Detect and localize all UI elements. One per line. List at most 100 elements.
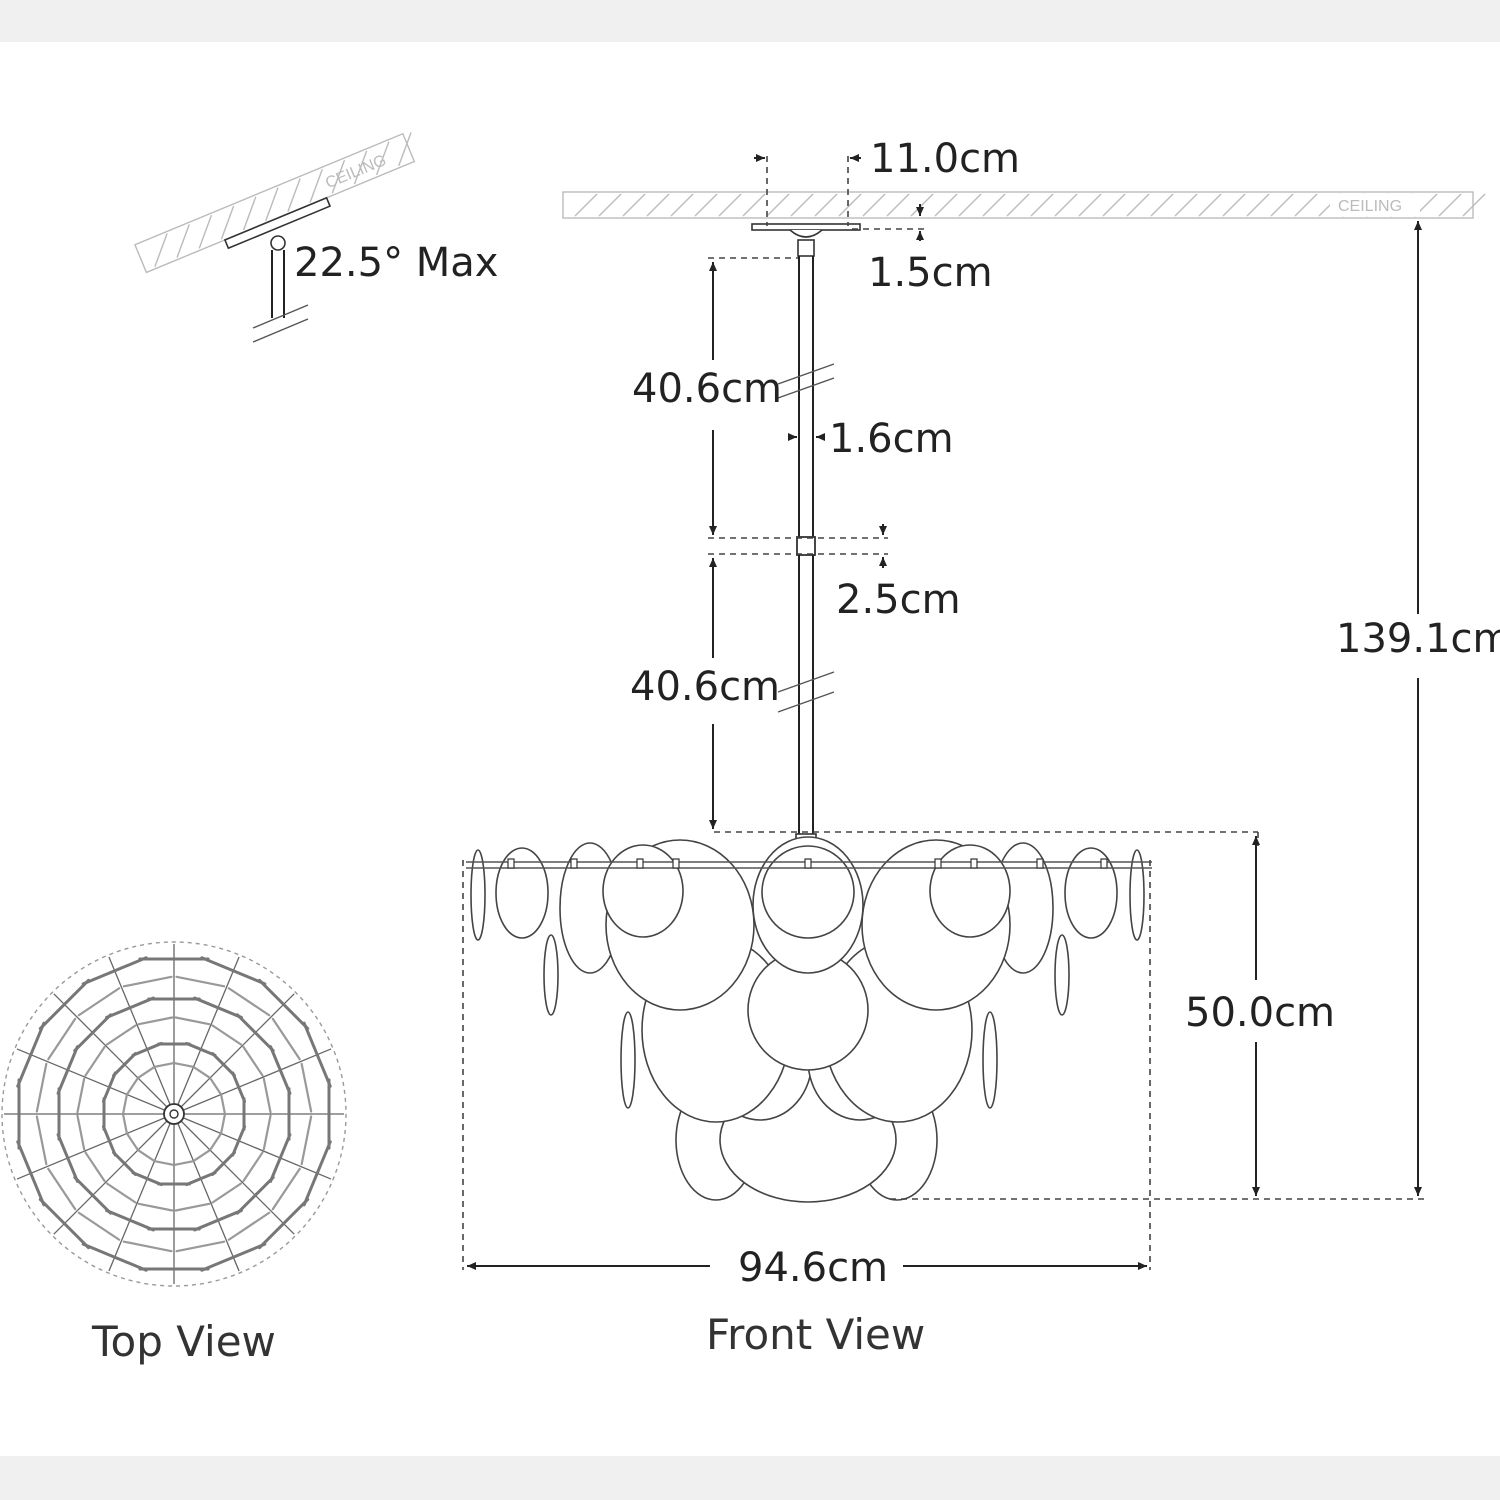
top-disc-edge: [257, 978, 310, 1031]
stem-diameter-dimension: 1.6cm: [788, 416, 954, 462]
top-spoke: [173, 1113, 332, 1180]
top-disc-edge: [242, 1045, 264, 1077]
top-disc-edge: [231, 1071, 247, 1103]
coupler-dimension: 2.5cm: [708, 524, 961, 623]
top-spoke: [53, 1113, 175, 1235]
upper-stem-dimension: 40.6cm: [632, 257, 888, 539]
coupler-label: 2.5cm: [836, 577, 961, 623]
overall-height-dimension: 139.1cm: [890, 221, 1500, 1200]
top-disc-edge: [262, 1114, 272, 1151]
top-disc-edge: [137, 1016, 174, 1026]
top-disc-edge: [227, 1211, 271, 1241]
top-disc-edge: [300, 1115, 313, 1166]
top-disc-edge: [185, 1171, 217, 1187]
top-disc-edge: [269, 1133, 292, 1183]
top-disc-edge: [122, 975, 173, 988]
top-disc-edge: [209, 1133, 222, 1151]
glass-disc: [761, 845, 855, 939]
top-disc-edge: [200, 1242, 267, 1272]
top-disc-edge: [126, 1077, 139, 1095]
tilt-angle-label: 22.5° Max: [294, 240, 498, 286]
top-disc-edge: [77, 987, 121, 1017]
top-disc-edge: [193, 1066, 211, 1079]
glass-disc: [1054, 934, 1070, 1016]
body-width-dimension: 94.6cm: [462, 860, 1151, 1291]
top-disc-edge: [73, 1175, 113, 1215]
disc-pin: [507, 858, 515, 869]
disc-pin: [672, 858, 680, 869]
upper-stem-label: 40.6cm: [632, 366, 782, 412]
top-disc-edge: [175, 975, 226, 988]
top-disc-edge: [220, 1094, 226, 1115]
top-view-label: Top View: [91, 1317, 276, 1366]
glass-disc: [620, 1011, 636, 1109]
top-disc-edge: [126, 1133, 139, 1151]
glass-disc: [1129, 849, 1145, 941]
top-disc-edge: [227, 987, 271, 1017]
top-disc-edge: [211, 1052, 236, 1077]
disc-pin: [804, 858, 812, 869]
body-height-label: 50.0cm: [1185, 990, 1335, 1036]
top-disc-edge: [56, 1133, 79, 1183]
top-disc-edge: [257, 1197, 310, 1250]
top-disc-edge: [200, 956, 267, 986]
top-disc-edge: [154, 1062, 175, 1068]
top-spoke: [108, 956, 175, 1115]
top-disc-edge: [35, 1062, 48, 1113]
top-spoke: [16, 1048, 175, 1115]
stem: [777, 256, 835, 847]
top-spoke: [53, 993, 175, 1115]
top-disc-edge: [173, 1062, 194, 1068]
top-disc-edge: [16, 1140, 46, 1207]
top-disc-edge: [76, 1114, 86, 1151]
disc-pin: [636, 858, 644, 869]
chandelier-front: [466, 836, 1152, 1203]
top-disc-edge: [211, 1151, 236, 1176]
top-disc-edge: [105, 1182, 137, 1204]
top-spoke: [16, 1113, 175, 1180]
top-spoke: [173, 956, 240, 1115]
top-disc-edge: [235, 1013, 275, 1053]
canopy-width-dimension: 11.0cm: [754, 136, 1020, 226]
top-disc-edge: [220, 1113, 226, 1134]
top-disc-edge: [137, 1149, 155, 1162]
top-disc-edge: [122, 1113, 128, 1134]
canopy: [751, 223, 861, 257]
top-disc-edge: [105, 1024, 137, 1046]
top-disc-edge: [38, 978, 91, 1031]
disc-pin: [1036, 858, 1044, 869]
top-disc-edge: [122, 1094, 128, 1115]
top-disc-edge: [174, 1202, 211, 1212]
top-disc-edge: [47, 1017, 77, 1061]
ceiling-label-front: CEILING: [1338, 198, 1402, 215]
top-disc-edge: [73, 1013, 113, 1053]
glass-disc: [543, 934, 559, 1016]
top-disc-edge: [269, 1045, 292, 1095]
top-disc-edge: [174, 1016, 211, 1026]
top-disc-edge: [209, 1077, 222, 1095]
canopy-height-dimension: 1.5cm: [852, 204, 993, 296]
top-spoke: [173, 1113, 240, 1272]
top-spoke: [173, 993, 295, 1115]
disc-pin: [970, 858, 978, 869]
top-disc-edge: [175, 1240, 226, 1253]
top-disc-edge: [105, 996, 155, 1019]
top-disc-edge: [193, 996, 243, 1019]
top-spoke: [173, 1048, 332, 1115]
top-disc-edge: [77, 1211, 121, 1241]
diagram-canvas: CEILING 22.5° Max CEILING 11.0cm: [0, 42, 1500, 1456]
top-disc-edge: [231, 1125, 247, 1157]
top-disc-edge: [81, 956, 148, 986]
glass-disc: [982, 1011, 998, 1109]
disc-pin: [1100, 858, 1108, 869]
top-disc-edge: [131, 1041, 163, 1057]
top-disc-edge: [211, 1182, 243, 1204]
top-disc-edge: [211, 1024, 243, 1046]
top-disc-edge: [235, 1175, 275, 1215]
canopy-width-label: 11.0cm: [870, 136, 1020, 182]
disc-pin: [934, 858, 942, 869]
dimension-diagram: CEILING 22.5° Max CEILING 11.0cm: [1, 132, 1500, 1366]
top-disc-edge: [242, 1151, 264, 1183]
top-disc-edge: [112, 1151, 137, 1176]
